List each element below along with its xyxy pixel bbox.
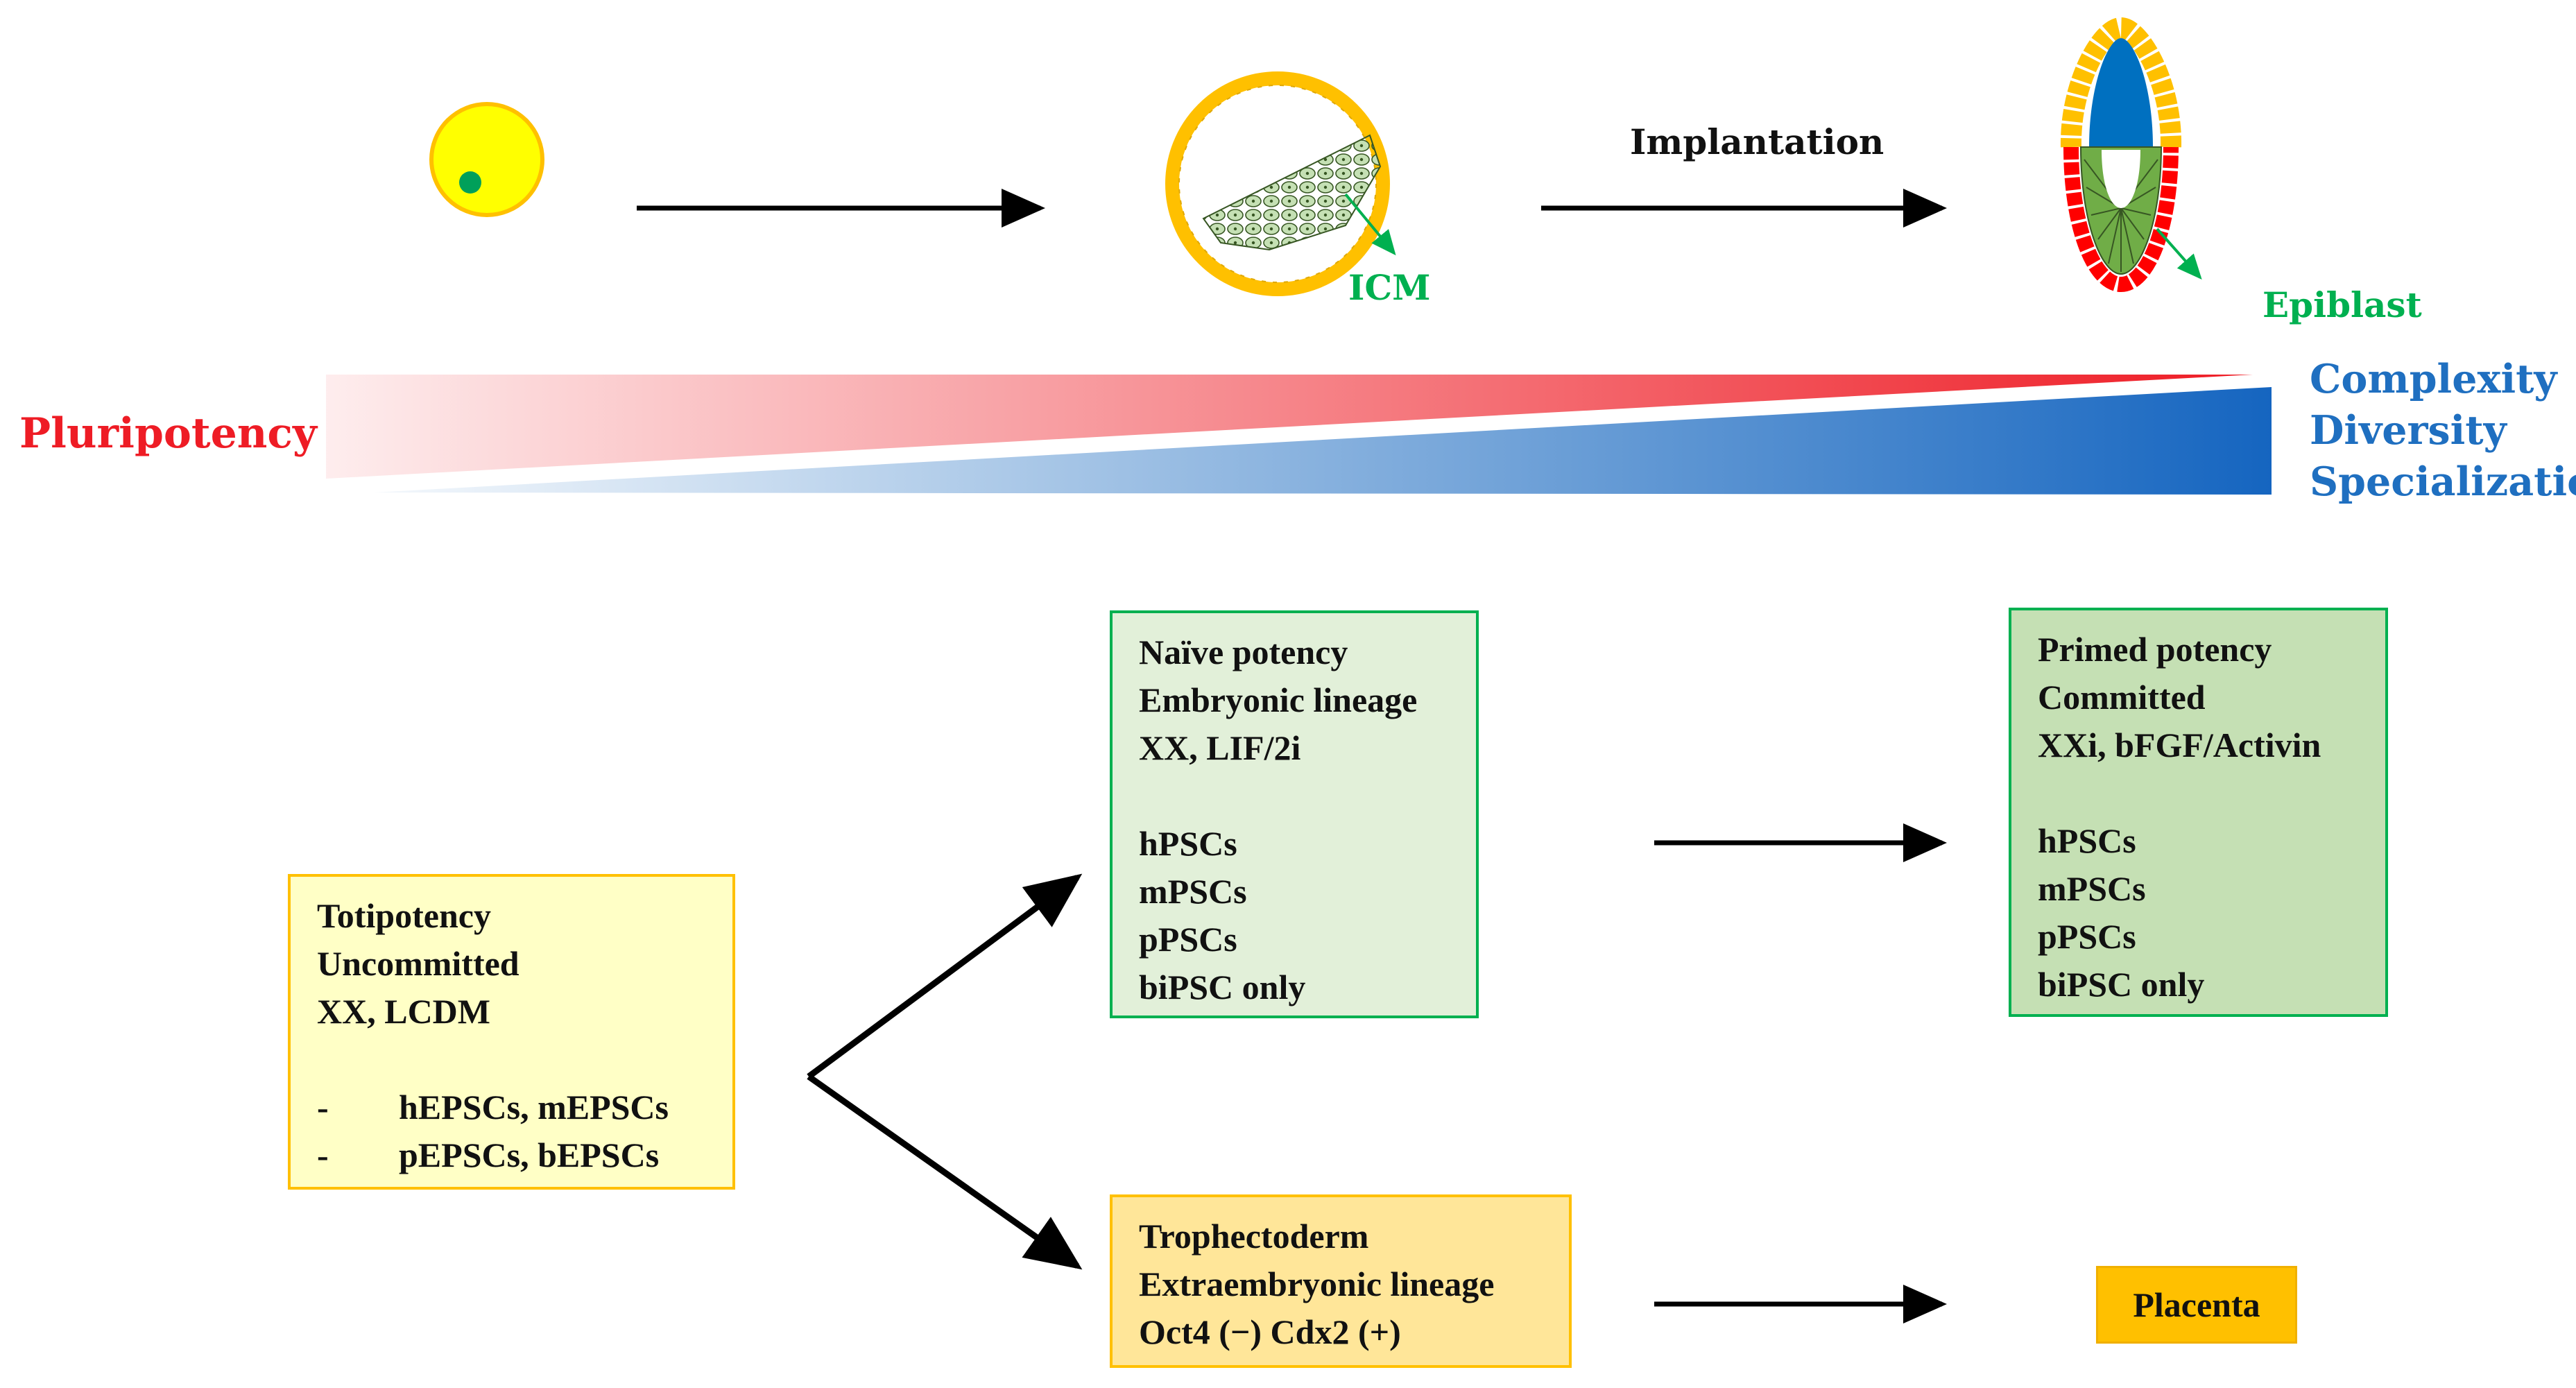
trophectoderm-line: Extraembryonic lineage [1139,1265,1495,1303]
naive-line: Embryonic lineage [1139,680,1418,719]
eps-cell-item: pEPSCs, bEPSCs [399,1136,660,1174]
list-dash: - [317,1136,329,1174]
naive-cell-item: mPSCs [1139,872,1247,911]
primed-cell-item: pPSCs [2038,917,2136,956]
specialization-label: Specialization [2310,459,2576,505]
naive-cell-item: hPSCs [1139,824,1237,863]
primed-line: Committed [2038,678,2206,717]
naive-line: Naïve potency [1139,633,1348,671]
pluripotency-label: Pluripotency [19,409,317,458]
primed-cell-item: biPSC only [2038,965,2205,1004]
epiblast-label: Epiblast [2262,284,2422,325]
trophectoderm-line: Oct4 (−) Cdx2 (+) [1139,1312,1401,1351]
placenta-label: Placenta [2133,1285,2260,1324]
totipotency-line: Totipotency [317,896,491,935]
icm-pointer-arrow [1344,193,1396,256]
arrow-to-naive [807,873,1083,1079]
totipotency-line: XX, LCDM [317,992,490,1031]
icm-label: ICM [1348,267,1431,308]
naive-line: XX, LIF/2i [1139,728,1301,767]
complexity-label: Complexity [2310,356,2557,402]
eps-cell-item: hEPSCs, mEPSCs [399,1088,669,1126]
epiblast-pointer-arrow [2156,228,2202,280]
naive-potency-box: Naïve potency Embryonic lineage XX, LIF/… [1110,610,1479,1018]
naive-cell-item: biPSC only [1139,968,1306,1006]
trophectoderm-line: Trophectoderm [1139,1217,1369,1256]
eps-cell-row: - hEPSCs, mEPSCs [317,1083,732,1131]
primed-potency-box: Primed potency Committed XXi, bFGF/Activ… [2009,608,2388,1017]
implantation-label: Implantation [1630,121,1884,162]
naive-cell-item: pPSCs [1139,920,1237,959]
complexity-gradient [375,387,2272,495]
pluripotency-gradient [326,375,2253,479]
list-dash: - [317,1088,329,1126]
totipotency-box: Totipotency Uncommitted XX, LCDM - hEPSCs… [288,874,735,1190]
zygote-icon [429,102,544,217]
blastocyst-icon [1165,71,1396,296]
diversity-label: Diversity [2310,407,2507,454]
placenta-box: Placenta [2096,1266,2297,1344]
primed-cell-item: hPSCs [2038,821,2136,860]
arrow-to-trophectoderm [807,1074,1083,1270]
primed-cell-item: mPSCs [2038,869,2146,908]
eps-cell-row: - pEPSCs, bEPSCs [317,1131,732,1179]
totipotency-line: Uncommitted [317,944,520,983]
trophectoderm-box: Trophectoderm Extraembryonic lineage Oct… [1110,1194,1572,1368]
egg-cylinder-icon [2060,17,2202,293]
primed-line: XXi, bFGF/Activin [2038,726,2321,764]
primed-line: Primed potency [2038,630,2272,669]
